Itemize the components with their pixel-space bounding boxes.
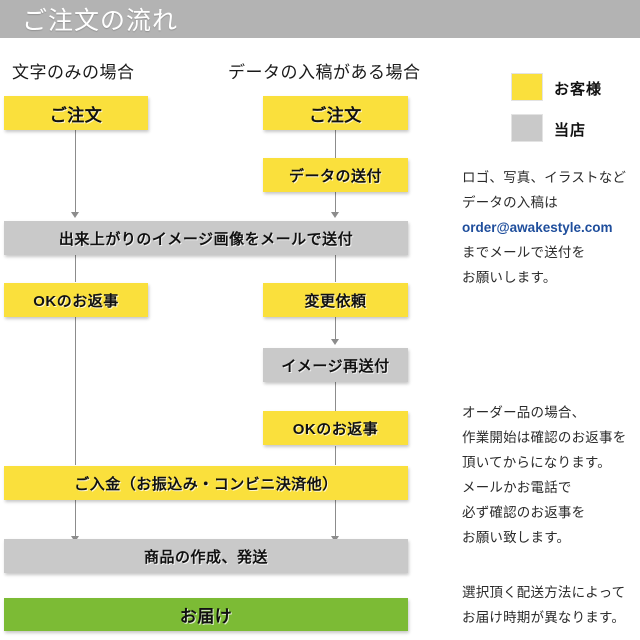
- note-confirm-line-4: メールかお電話で: [462, 480, 572, 495]
- column-caption-text-only: 文字のみの場合: [12, 63, 135, 82]
- arrowhead-right-data-to-image: [331, 212, 339, 218]
- note-confirm-line-6: お願い致します。: [462, 530, 571, 545]
- page-header-bar: ご注文の流れ: [0, 0, 640, 38]
- flow-box-delivery[interactable]: お届け: [4, 598, 408, 631]
- note-shipping-line-2: お届け時期が異なります。: [462, 610, 626, 625]
- connector-right-change-to-resend: [335, 317, 336, 339]
- connector-left-image-to-ok: [75, 255, 76, 282]
- legend-swatch-shop: [511, 114, 543, 142]
- note-confirm-line-5: 必ず確認のお返事を: [462, 505, 586, 520]
- connector-right-ok-to-payment: [335, 446, 336, 465]
- note-confirm-line-3: 頂いてからになります。: [462, 455, 611, 470]
- note-order-confirmation: オーダー品の場合、 作業開始は確認のお返事を 頂いてからになります。 メールかお…: [462, 400, 640, 550]
- note-data-line-2: データの入稿は: [462, 195, 558, 210]
- flow-box-right-order[interactable]: ご注文: [263, 96, 408, 130]
- email-address-link[interactable]: order@awakestyle.com: [462, 220, 613, 235]
- flow-box-left-ok-reply[interactable]: OKのお返事: [4, 283, 148, 317]
- note-shipping: 選択頂く配送方法によって お届け時期が異なります。: [462, 580, 640, 630]
- flow-box-change-request[interactable]: 変更依頼: [263, 283, 408, 317]
- flow-box-image-preview-email[interactable]: 出来上がりのイメージ画像をメールで送付: [4, 221, 408, 255]
- arrowhead-right-change-to-resend: [331, 339, 339, 345]
- connector-right-image-to-change: [335, 255, 336, 282]
- connector-right-order-to-data: [335, 130, 336, 158]
- connector-right-payment-to-production: [335, 500, 336, 536]
- connector-left-ok-to-payment: [75, 317, 76, 465]
- flow-box-data-submission[interactable]: データの送付: [263, 158, 408, 192]
- flow-box-left-order[interactable]: ご注文: [4, 96, 148, 130]
- connector-right-resend-to-ok: [335, 382, 336, 411]
- note-data-line-3: までメールで送付を: [462, 245, 586, 260]
- note-confirm-line-2: 作業開始は確認のお返事を: [462, 430, 627, 445]
- connector-left-payment-to-production: [75, 500, 76, 536]
- arrowhead-left-order-to-image: [71, 212, 79, 218]
- note-data-line-1: ロゴ、写真、イラストなど: [462, 170, 627, 185]
- note-confirm-line-1: オーダー品の場合、: [462, 405, 586, 420]
- legend-label-shop: 当店: [554, 122, 587, 139]
- legend-label-customer: お客様: [554, 81, 603, 98]
- note-data-submission: ロゴ、写真、イラストなど データの入稿は order@awakestyle.co…: [462, 165, 640, 290]
- flow-box-payment[interactable]: ご入金（お振込み・コンビニ決済他）: [4, 466, 408, 500]
- note-shipping-line-1: 選択頂く配送方法によって: [462, 585, 626, 600]
- note-data-line-4: お願いします。: [462, 270, 557, 285]
- flow-box-image-resend[interactable]: イメージ再送付: [263, 348, 408, 382]
- flow-box-right-ok-reply[interactable]: OKのお返事: [263, 411, 408, 445]
- connector-right-data-to-image: [335, 192, 336, 212]
- legend-swatch-customer: [511, 73, 543, 101]
- column-caption-with-data: データの入稿がある場合: [228, 63, 421, 82]
- page-title: ご注文の流れ: [22, 7, 179, 35]
- flow-box-production-shipping[interactable]: 商品の作成、発送: [4, 539, 408, 573]
- connector-left-order-to-image: [75, 130, 76, 212]
